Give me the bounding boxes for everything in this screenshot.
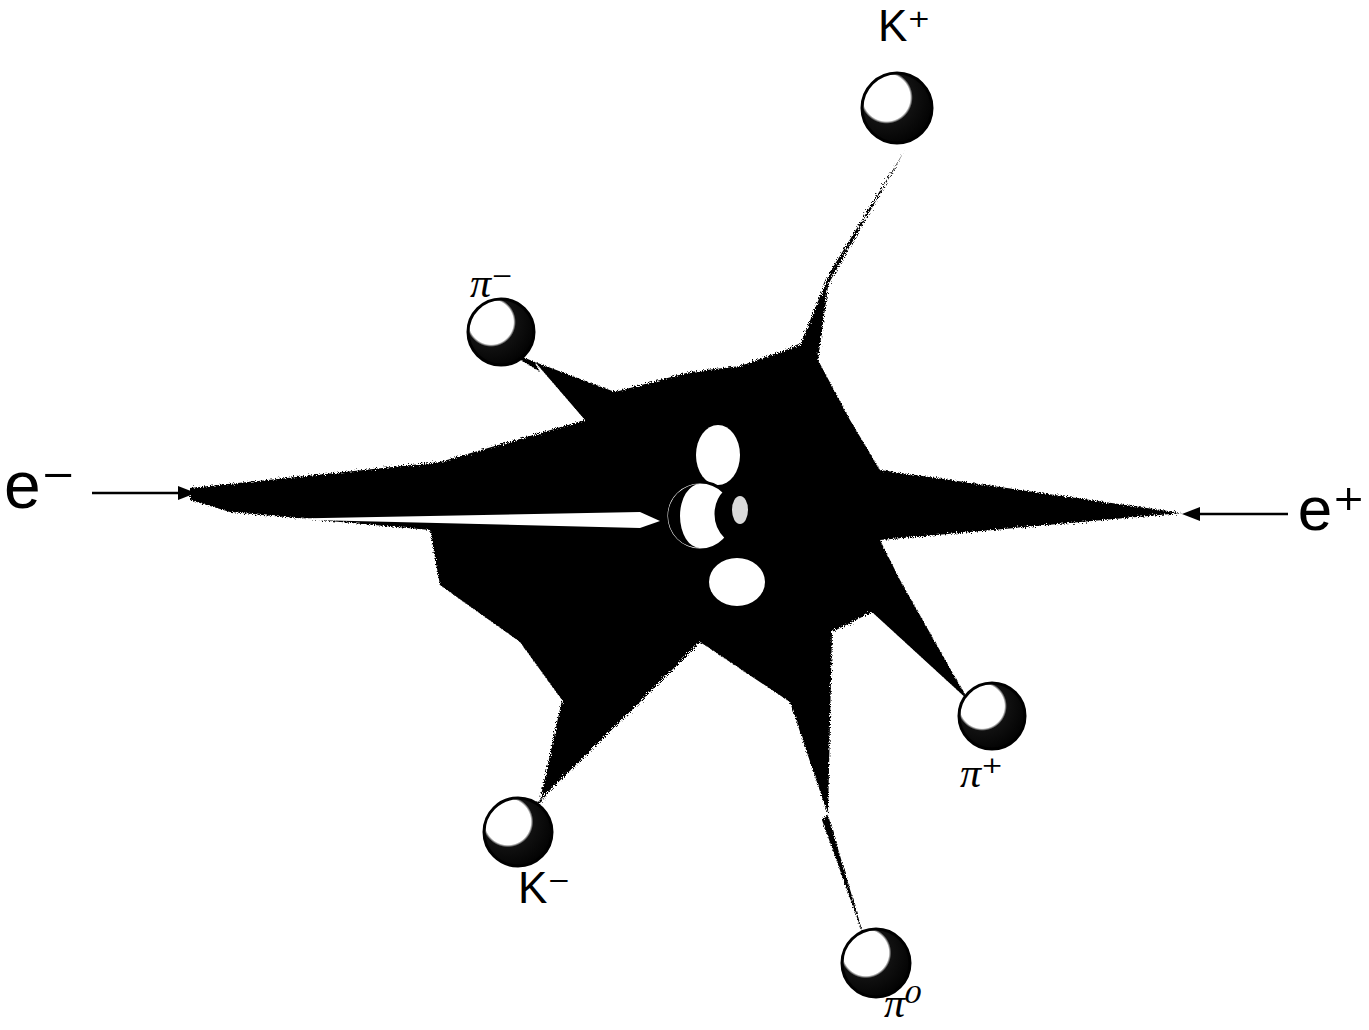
particle-label: π⁺ — [960, 752, 1003, 794]
particle-label: K⁻ — [518, 866, 571, 910]
particle-label: π⁰ — [884, 982, 922, 1024]
jet-gap — [270, 512, 660, 528]
white-lobe — [709, 558, 765, 606]
hadron-splash — [190, 150, 1182, 940]
particle-sphere — [468, 73, 1025, 997]
beam-label: e⁻ — [4, 452, 76, 518]
particle-label: π⁻ — [470, 262, 513, 304]
beam-label: e⁺ — [1298, 478, 1365, 540]
white-lobe — [696, 425, 740, 485]
particle-label: K⁺ — [878, 4, 931, 48]
colliding-pair — [666, 482, 780, 550]
